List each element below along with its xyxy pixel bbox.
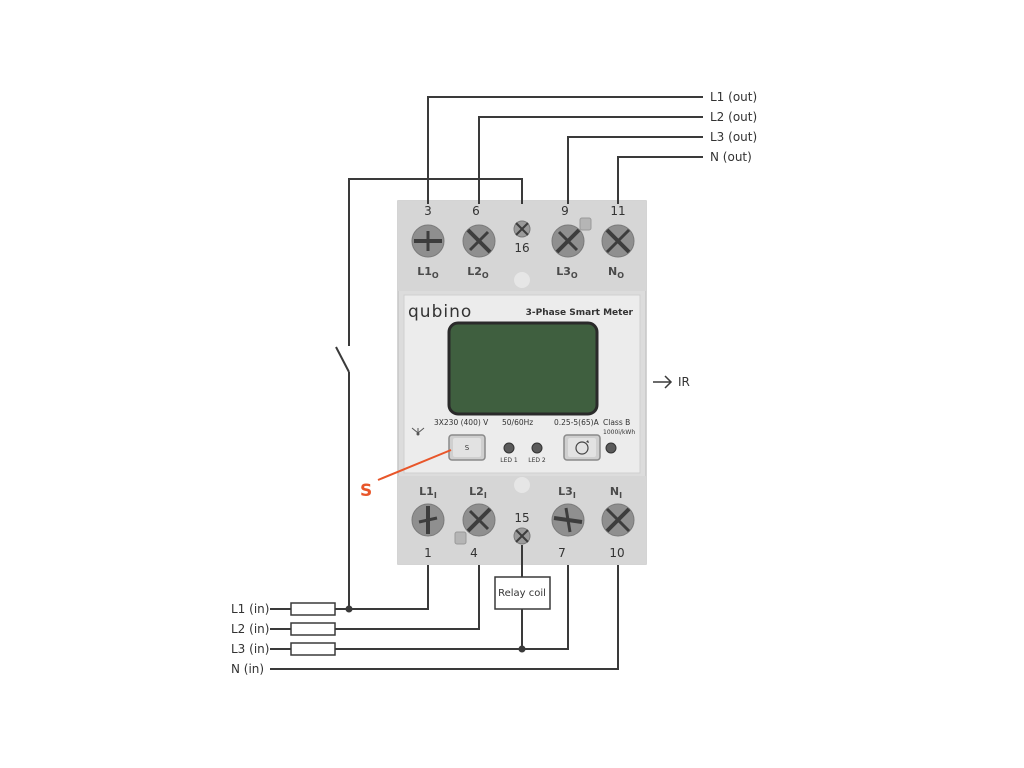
label-l1-in: L1 (in) — [231, 602, 269, 616]
ir-label: IR — [678, 375, 690, 389]
lcd-display — [447, 321, 599, 416]
relay-coil-box — [494, 576, 551, 610]
wire-l2-in — [270, 565, 480, 630]
ir-arrow-icon — [653, 375, 673, 389]
spec-rate: 1000i/kWh — [603, 429, 635, 436]
wire-n-in — [270, 565, 619, 670]
terminal-number-7: 7 — [558, 546, 566, 560]
terminal-number-9: 9 — [561, 204, 569, 218]
refresh-button — [563, 434, 601, 461]
screw-bottom-l2 — [462, 503, 496, 537]
wire-switch-top — [348, 178, 523, 346]
fuse-l2 — [290, 622, 336, 636]
label-l1-out: L1 (out) — [710, 90, 757, 104]
terminal-number-15: 15 — [514, 511, 529, 525]
s-callout-label: S — [360, 481, 372, 501]
top-latch — [579, 217, 592, 231]
screw-top-16 — [513, 220, 531, 238]
screw-top-l1 — [411, 224, 445, 258]
bottom-latch — [454, 531, 467, 545]
label-l3-out: L3 (out) — [710, 130, 757, 144]
screw-bottom-l1 — [411, 503, 445, 537]
meter-title: 3-Phase Smart Meter — [526, 308, 634, 318]
label-l3-in: L3 (in) — [231, 642, 269, 656]
three-phase-icon — [411, 427, 425, 436]
terminal-number-6: 6 — [472, 204, 480, 218]
wire-l2-out — [478, 116, 703, 204]
terminal-number-4: 4 — [470, 546, 478, 560]
label-l2-out: L2 (out) — [710, 110, 757, 124]
terminal-label-l2-in: L2I — [469, 485, 487, 500]
screw-top-l3 — [551, 224, 585, 258]
fuse-l3 — [290, 642, 336, 656]
wire-l1-out — [427, 96, 703, 204]
meter-housing — [397, 200, 647, 565]
junction-l1 — [345, 605, 353, 613]
terminal-label-l1-out: L1O — [417, 265, 439, 280]
relay-coil-label: Relay coil — [498, 588, 546, 599]
terminal-label-n-out: NO — [608, 265, 624, 280]
screw-top-n — [601, 224, 635, 258]
ir-port — [605, 442, 617, 454]
bottom-mount-hole — [514, 477, 530, 493]
wire-l3-out — [567, 136, 703, 204]
led2-label: LED 2 — [528, 457, 546, 464]
spec-frequency: 50/60Hz — [502, 418, 533, 427]
led1-indicator — [503, 442, 515, 454]
screw-bottom-n — [601, 503, 635, 537]
terminal-number-16: 16 — [514, 241, 529, 255]
terminal-number-1: 1 — [424, 546, 432, 560]
spec-voltage: 3X230 (400) V — [434, 418, 489, 427]
junction-relay — [518, 645, 526, 653]
label-n-out: N (out) — [710, 150, 752, 164]
led2-indicator — [531, 442, 543, 454]
s-callout-line — [377, 449, 452, 481]
terminal-label-l3-in: L3I — [558, 485, 576, 500]
screw-bottom-15 — [513, 527, 531, 545]
wire-l3-in — [270, 565, 569, 650]
wire-n-out — [617, 156, 703, 204]
s-button-label: S — [465, 444, 470, 452]
brand-logo: qubino — [408, 302, 472, 322]
screw-bottom-l3 — [551, 503, 585, 537]
spec-class: Class B — [603, 418, 630, 427]
switch-contact — [335, 346, 350, 373]
terminal-number-10: 10 — [609, 546, 624, 560]
label-n-in: N (in) — [231, 662, 264, 676]
terminal-number-11: 11 — [610, 204, 625, 218]
led1-label: LED 1 — [500, 457, 518, 464]
fuse-l1 — [290, 602, 336, 616]
spec-current: 0.25-5(65)A — [554, 418, 600, 427]
terminal-number-3: 3 — [424, 204, 432, 218]
terminal-label-l3-out: L3O — [556, 265, 578, 280]
terminal-label-n-in: NI — [610, 485, 622, 500]
terminal-label-l1-in: L1I — [419, 485, 437, 500]
screw-top-l2 — [462, 224, 496, 258]
refresh-icon — [575, 441, 589, 455]
terminal-label-l2-out: L2O — [467, 265, 489, 280]
top-mount-hole — [514, 272, 530, 288]
s-button: S — [448, 434, 486, 461]
label-l2-in: L2 (in) — [231, 622, 269, 636]
